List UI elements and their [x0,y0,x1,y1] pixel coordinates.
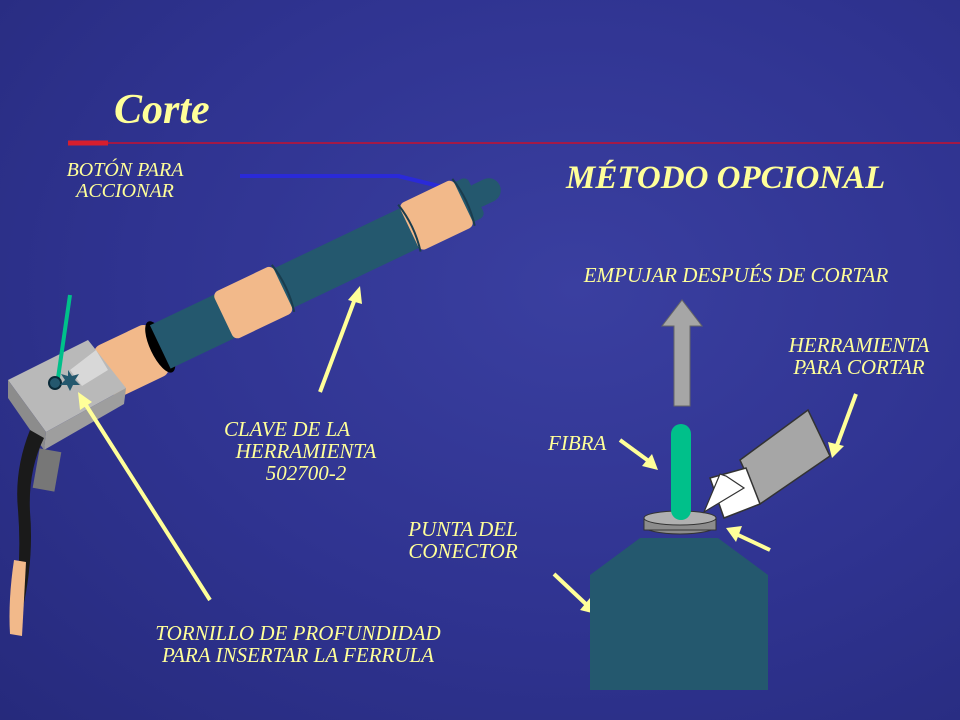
label-button: BOTÓN PARA ACCIONAR [66,159,184,202]
fiber-strand [671,424,691,520]
pointer-arrows [78,286,858,614]
fiber-stick [56,294,72,379]
slide-subtitle: MÉTODO OPCIONAL [566,160,886,196]
connector-holder [8,340,126,450]
cleaving-tool [89,178,501,397]
optional-method-figure [590,299,831,690]
label-push-after-cut: EMPUJAR DESPUÉS DE CORTAR [583,263,889,287]
tool-band-3 [400,180,473,250]
label-depth-screw: TORNILLO DE PROFUNDIDAD PARA INSERTAR LA… [155,621,441,668]
depth-screw-icon [60,370,80,391]
button-dot [48,376,62,390]
label-fiber: FIBRA [548,431,607,455]
cutting-tool-icon [702,408,831,519]
label-cutting-tool: HERRAMIENTA PARA CORTAR [788,333,930,380]
label-tool-key: CLAVE DE LA HERRAMIENTA 502700-2 [224,417,377,486]
label-connector-tip: PUNTA DEL CONECTOR [408,517,518,564]
push-arrow-icon [660,299,704,407]
tool-band-2 [214,266,293,339]
connector-cable [9,430,62,636]
slide-title: Corte [114,87,210,133]
connector-body [590,538,768,690]
